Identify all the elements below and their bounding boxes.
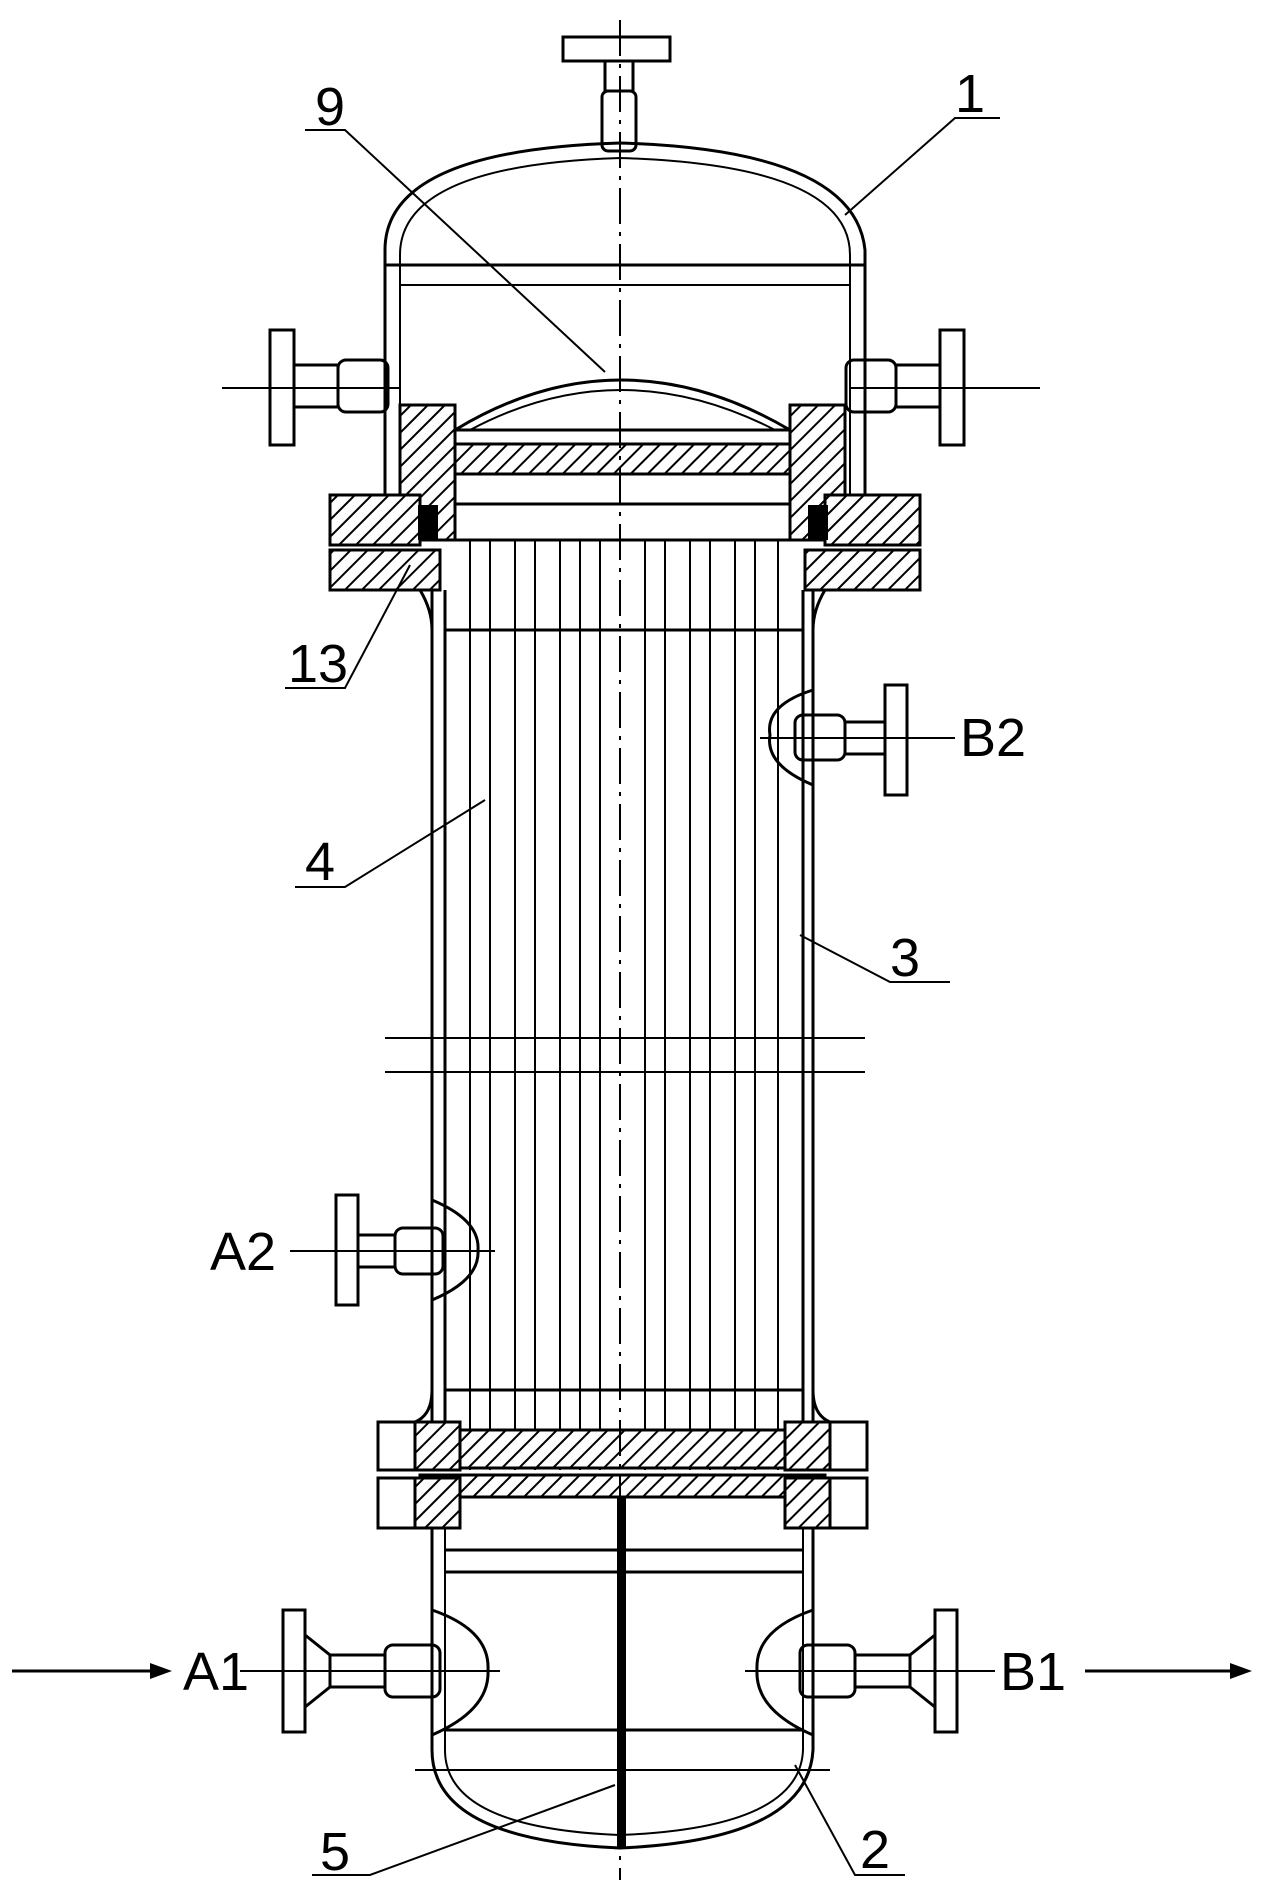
a1-nozzle [240,1610,500,1735]
label-part-3: 3 [890,928,920,988]
a2-nozzle [290,1195,495,1305]
b2-nozzle [760,685,955,795]
label-part-9: 9 [315,77,345,137]
inlet-arrow [12,1663,172,1679]
label-port-a2: A2 [210,1222,276,1282]
label-port-a1: A1 [183,1642,249,1702]
pass-partition-plate [617,1497,626,1847]
top-vent-nozzle [563,37,670,151]
tube-bundle [470,540,778,1470]
floating-tubesheet [420,444,825,540]
top-flange-right [790,405,920,590]
shell [385,590,865,1430]
label-port-b1: B1 [1000,1642,1066,1702]
label-part-1: 1 [955,64,985,124]
label-port-b2: B2 [960,708,1026,768]
top-flange-left [330,405,455,590]
label-part-5: 5 [320,1822,350,1882]
top-left-nozzle [222,330,400,445]
outlet-arrow [1085,1663,1252,1679]
label-part-4: 4 [305,832,335,892]
label-part-13: 13 [288,634,348,694]
top-right-nozzle [846,330,1040,445]
b1-nozzle [745,1610,995,1735]
floating-head-cover [455,380,790,444]
label-part-2: 2 [860,1820,890,1880]
